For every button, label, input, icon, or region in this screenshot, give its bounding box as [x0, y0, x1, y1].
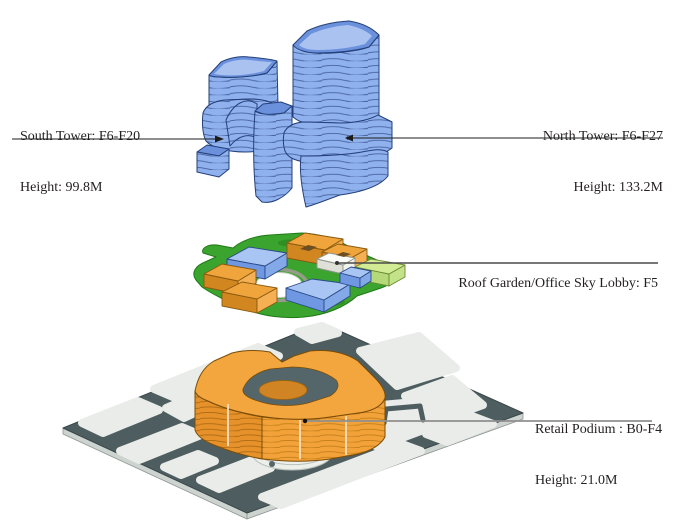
retail-podium-title: Retail Podium : B0-F4: [535, 422, 663, 437]
roof-garden-label: Roof Garden/Office Sky Lobby: F5: [458, 241, 658, 309]
driveway-island: [269, 461, 275, 467]
courtyard-roof-ellipse: [258, 380, 308, 400]
parcel-upper-right: [356, 332, 460, 390]
south-tower-roof-inner: [214, 59, 272, 76]
tower-level: [196, 20, 393, 208]
south-tower-step: [196, 148, 230, 178]
retail-podium-label: Retail Podium : B0-F4 Height: 21.0M: [535, 387, 662, 506]
north-tower-base: [299, 149, 389, 208]
terrace-pad-1: [300, 245, 317, 251]
retail-podium: [194, 350, 386, 462]
north-tower-roof-inner: [299, 25, 372, 50]
parcel-bottom-right-strip: [258, 440, 425, 509]
south-tower-height: Height: 99.8M: [20, 180, 103, 195]
south-tower-label: South Tower: F6-F20 Height: 99.8M: [20, 94, 140, 213]
podium-level: [62, 322, 524, 520]
terrace-block-blue-small: [339, 266, 372, 289]
leader-arrow-south-tower: [215, 135, 224, 143]
parcel-top-corner: [294, 322, 342, 344]
south-tower-title: South Tower: F6-F20: [20, 129, 141, 144]
parcel-bottom-small: [160, 450, 219, 479]
roof-garden-level: [193, 232, 406, 319]
north-tower-height: Height: 133.2M: [573, 180, 663, 195]
leader-dot-roof-garden: [335, 261, 339, 265]
podium-facade-slits: [227, 404, 347, 459]
north-tower-massing: [253, 20, 393, 208]
terrace-block-orange-bl: [221, 281, 278, 314]
leader-dot-retail-podium: [302, 418, 308, 424]
north-tower-title: North Tower: F6-F27: [542, 129, 663, 144]
terrace-blocks: [203, 232, 406, 314]
leader-dot-north-tower: [346, 136, 350, 140]
retail-podium-height: Height: 21.0M: [535, 473, 618, 488]
north-tower-label: North Tower: F6-F27 Height: 133.2M: [543, 94, 663, 213]
terrace-pad-2: [336, 252, 351, 257]
terrace-block-blue-center: [285, 278, 351, 313]
parcel-right-lower: [422, 412, 497, 446]
parcel-left-corner: [78, 397, 163, 437]
center-column: [253, 105, 293, 203]
roof-garden-title: Roof Garden/Office Sky Lobby: F5: [458, 276, 658, 291]
leader-lines: [12, 134, 663, 424]
